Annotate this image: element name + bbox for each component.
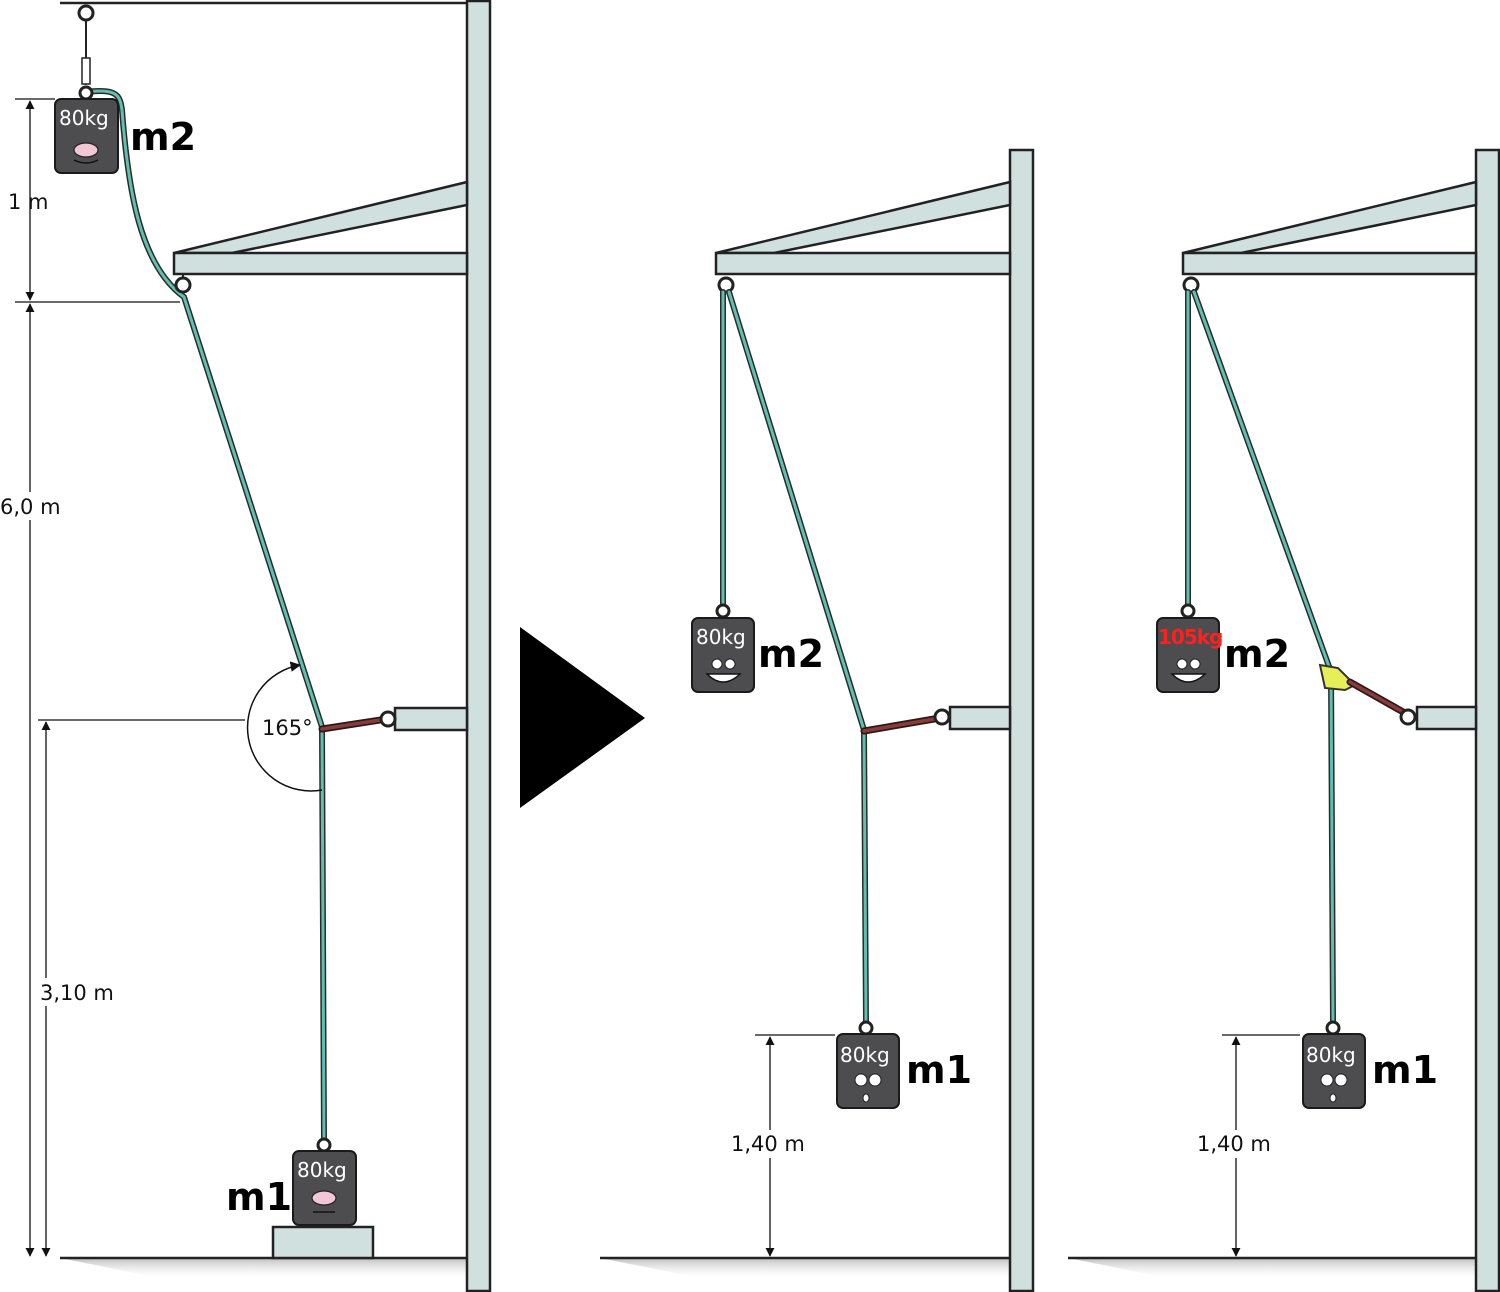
m2-weight: 80kg	[54, 85, 119, 174]
m2-eye-right-icon	[1189, 658, 1201, 670]
m1-label: m1	[906, 1048, 972, 1092]
m2-body	[54, 98, 119, 174]
m1-weight: 80kg	[836, 1020, 900, 1109]
m1-eye-right-icon	[868, 1073, 882, 1087]
dim-140-label-bg	[728, 1130, 812, 1158]
m1-body	[1302, 1033, 1366, 1109]
anchor-beam	[393, 706, 469, 732]
m2-weight: 80kg	[691, 603, 755, 693]
ceiling-anchor-ring	[77, 4, 95, 22]
m1-weight-label: 80kg	[840, 1043, 890, 1067]
top-beam	[714, 251, 1012, 276]
m2-eye-left-icon	[711, 658, 723, 670]
anchor-ring	[379, 710, 397, 728]
m1-weight-label: 80kg	[1306, 1043, 1356, 1067]
wall-column	[465, 0, 492, 1292]
m1-weight: 80kg	[1302, 1020, 1366, 1109]
carabiner-icon	[1318, 663, 1357, 692]
m1-mouth	[862, 1093, 870, 1103]
platform	[271, 1225, 375, 1260]
anchor-ring	[1399, 708, 1417, 726]
dim-6m-label-bg	[0, 492, 66, 520]
dim-310-label: 3,10 m	[40, 981, 114, 1005]
floor-shadow	[1068, 1258, 1478, 1280]
m2-eye-left-icon	[1176, 658, 1188, 670]
m1-label: m1	[1372, 1048, 1438, 1092]
brace	[1182, 180, 1478, 255]
m2-smile	[73, 159, 99, 164]
dim-140-label: 1,40 m	[1197, 1132, 1271, 1156]
m2-ring	[78, 85, 94, 101]
m1-body	[292, 1150, 357, 1226]
sling-inner	[1348, 680, 1407, 715]
sling-inner	[862, 716, 942, 733]
m1-ring	[316, 1137, 332, 1153]
dim-140-label: 1,40 m	[731, 1132, 805, 1156]
top-beam	[1181, 251, 1478, 276]
panel-3-state: 105kg m2 80kg m1 1,40 m	[1068, 148, 1500, 1292]
m1-weight: 80kg	[292, 1137, 357, 1226]
floor-shadow	[600, 1258, 1012, 1280]
dim-1m-label: 1 m	[8, 190, 49, 214]
m1-eye-right-icon	[1334, 1073, 1348, 1087]
brace	[173, 180, 469, 255]
m2-weight-label: 105kg	[1158, 625, 1222, 649]
m2-ring	[715, 603, 731, 619]
wall-column	[1474, 148, 1500, 1292]
dim-310-label-bg	[36, 978, 128, 1006]
m1-body	[836, 1033, 900, 1109]
dim-140-label-bg	[1194, 1130, 1278, 1158]
m2-hanger-sleeve	[81, 57, 91, 85]
transition-arrow-icon	[520, 627, 645, 808]
m1-eye-left-icon	[854, 1073, 868, 1087]
m2-ring	[1180, 603, 1196, 619]
m2-face-icon	[73, 142, 99, 158]
angle-label: 165°	[262, 716, 313, 740]
anchor-beam	[1415, 705, 1478, 731]
m2-label: m2	[130, 115, 196, 159]
floor-shadow	[60, 1258, 470, 1280]
m2-label: m2	[1224, 632, 1290, 676]
m2-eye-right-icon	[724, 658, 736, 670]
sling-inner	[320, 717, 389, 731]
m1-ring	[1325, 1020, 1341, 1036]
m1-label: m1	[226, 1175, 292, 1219]
panel-1-initial-state: 165° 80kg m2 80kg m1 1 m 6,0 m 3	[0, 0, 492, 1292]
m2-weight-label: 80kg	[59, 106, 109, 130]
m1-eye-left-icon	[1320, 1073, 1334, 1087]
m2-grin	[1170, 673, 1207, 683]
m2-label: m2	[758, 632, 824, 676]
angle-arc	[246, 661, 323, 792]
anchor-beam	[948, 705, 1012, 731]
dim-6m-label: 6,0 m	[0, 495, 61, 519]
anchor-ring	[933, 708, 951, 726]
top-beam	[172, 251, 469, 276]
wall-column	[1008, 148, 1035, 1292]
panel-2-state: 80kg m2 80kg m1 1,40 m	[600, 148, 1035, 1292]
beam-ring	[174, 276, 192, 294]
rope	[84, 89, 326, 1142]
m2-weight: 105kg	[1156, 603, 1223, 693]
m1-face-icon	[311, 1190, 337, 1206]
m1-mouth	[1329, 1093, 1337, 1103]
m2-weight-label: 80kg	[696, 625, 746, 649]
m1-ring	[858, 1020, 874, 1036]
m2-grin	[705, 673, 742, 683]
m1-weight-label: 80kg	[297, 1158, 347, 1182]
brace	[715, 180, 1012, 255]
